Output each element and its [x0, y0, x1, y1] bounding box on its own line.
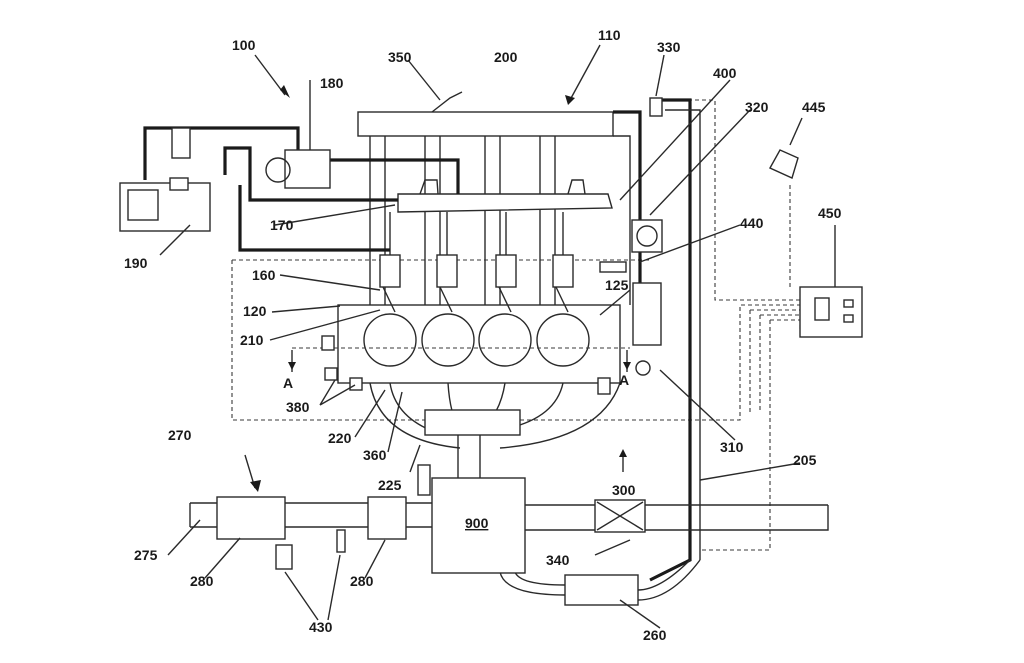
label-205: 205: [793, 452, 817, 468]
fuel-filter: [171, 127, 191, 159]
label-110: 110: [598, 27, 621, 43]
label-section-a-left: A: [283, 375, 293, 391]
label-270: 270: [168, 427, 192, 443]
fuel-pump: [265, 149, 331, 189]
egr-cooler: [632, 282, 662, 346]
label-225: 225: [378, 477, 402, 493]
turbo-unit: [431, 477, 526, 574]
label-380: 380: [286, 399, 310, 415]
label-260: 260: [643, 627, 667, 643]
leader-lines: [159, 44, 836, 629]
label-330: 330: [657, 39, 681, 55]
label-120: 120: [243, 303, 267, 319]
label-350: 350: [388, 49, 412, 65]
label-360: 360: [363, 447, 387, 463]
exhaust-valve: [594, 499, 646, 533]
fuel-injectors: [379, 212, 574, 313]
label-430: 430: [309, 619, 333, 635]
cylinders: [292, 313, 630, 367]
intake-pipe: [613, 110, 663, 305]
label-170: 170: [270, 217, 294, 233]
egr-pipe: [649, 98, 701, 582]
muffler: [564, 574, 639, 606]
label-275: 275: [134, 547, 158, 563]
label-280-left: 280: [190, 573, 214, 589]
label-100: 100: [232, 37, 256, 53]
exhaust-sensors: [275, 464, 431, 570]
label-280-right: 280: [350, 573, 374, 589]
section-markers: [288, 350, 631, 372]
label-440: 440: [740, 215, 764, 231]
label-450: 450: [818, 205, 842, 221]
fuel-lines: [143, 126, 460, 252]
label-300: 300: [612, 482, 636, 498]
reference-labels: 100 350 200 110 330 400 320 445 180 170 …: [124, 27, 842, 643]
fuel-tank: [119, 177, 211, 232]
label-445: 445: [802, 99, 826, 115]
label-200: 200: [494, 49, 518, 65]
label-125: 125: [605, 277, 629, 293]
label-220: 220: [328, 430, 352, 446]
label-400: 400: [713, 65, 737, 81]
label-900: 900: [465, 515, 489, 531]
label-340: 340: [546, 552, 570, 568]
aftertreatment-right: [367, 496, 407, 540]
label-160: 160: [252, 267, 276, 283]
label-190: 190: [124, 255, 148, 271]
label-320: 320: [745, 99, 769, 115]
exhaust-manifold: [369, 382, 621, 449]
fuel-rail: [397, 179, 613, 213]
label-180: 180: [320, 75, 344, 91]
misc-components: [321, 91, 799, 395]
control-unit: [799, 286, 863, 338]
label-310: 310: [720, 439, 744, 455]
aftertreatment-left: [216, 496, 286, 540]
intake-manifold-bar: [357, 111, 614, 137]
label-section-a-right: A: [619, 372, 629, 388]
label-210: 210: [240, 332, 264, 348]
